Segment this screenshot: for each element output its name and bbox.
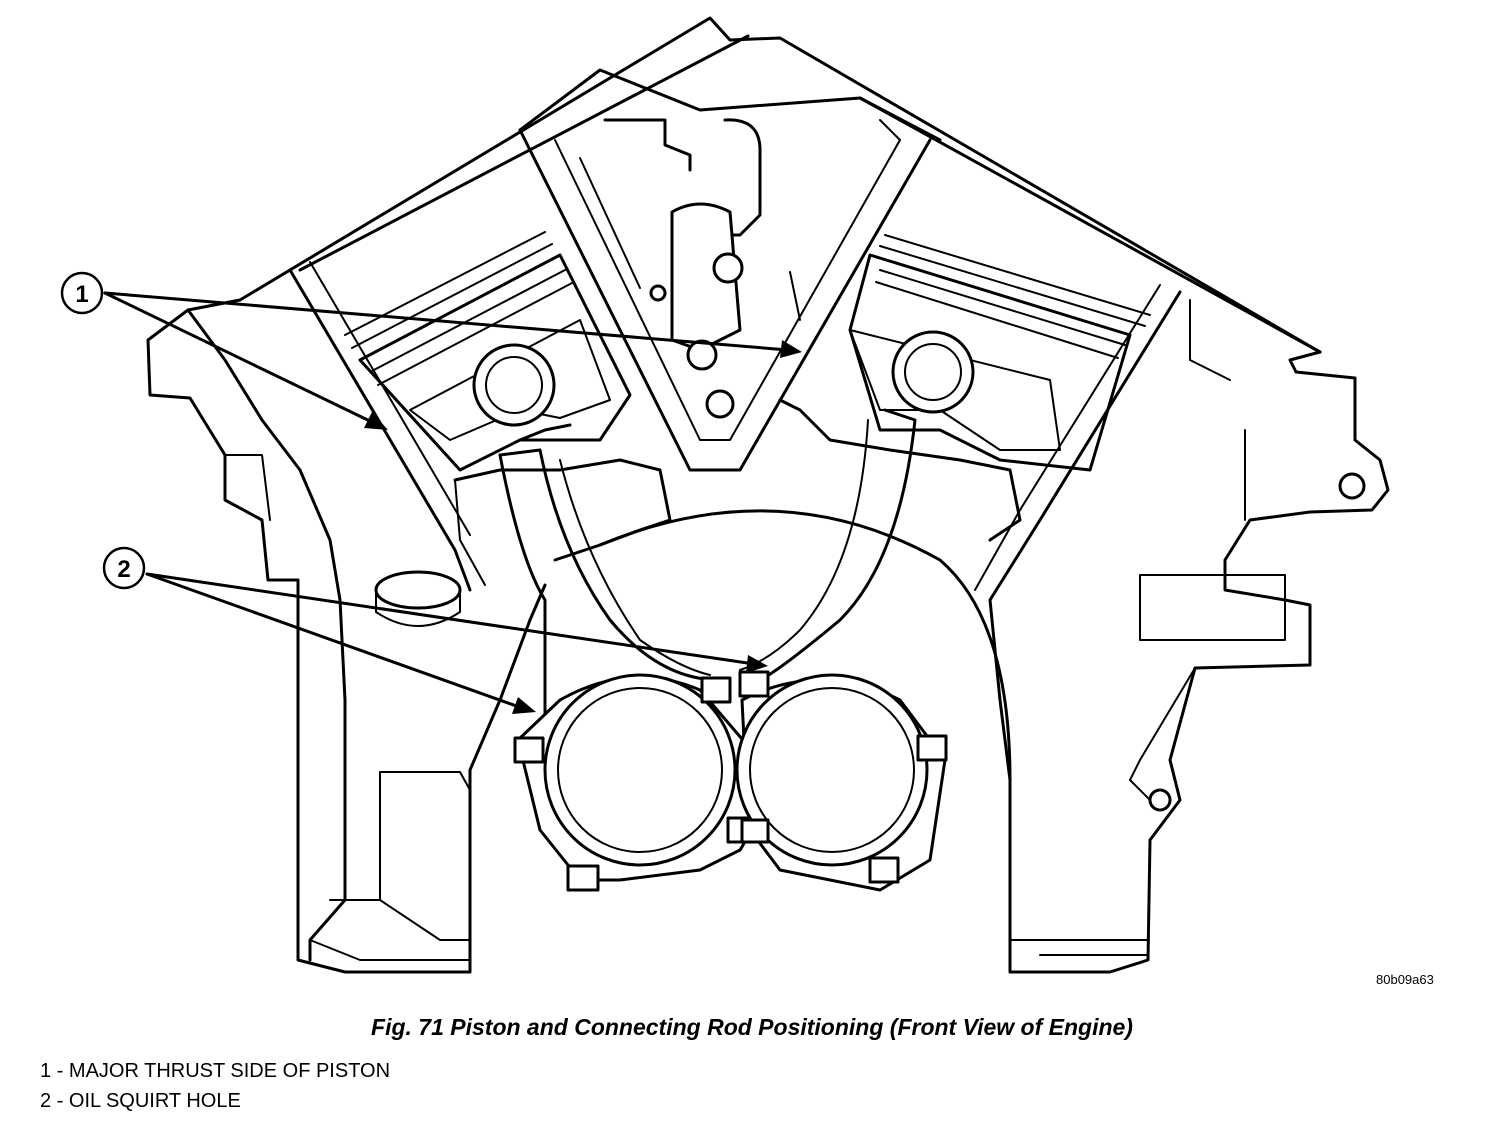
legend-item-1: 1 - MAJOR THRUST SIDE OF PISTON <box>40 1060 391 1082</box>
crank-arc <box>598 509 1012 782</box>
figure-caption: Fig. 71 Piston and Connecting Rod Positi… <box>371 1014 1133 1040</box>
engine-block <box>146 16 1390 974</box>
right-connecting-rod <box>735 408 948 892</box>
engine-diagram: 1 2 <box>60 16 1390 974</box>
figure-id: 80b09a63 <box>1376 972 1434 987</box>
legend: 1 - MAJOR THRUST SIDE OF PISTON 2 - OIL … <box>40 1056 390 1116</box>
legend-number: 1 <box>40 1060 52 1082</box>
left-piston <box>344 231 672 586</box>
left-connecting-rod <box>498 423 762 892</box>
callout-2: 2 <box>102 546 768 714</box>
legend-text: MAJOR THRUST SIDE OF PISTON <box>68 1060 391 1082</box>
legend-item-2: 2 - OIL SQUIRT HOLE <box>40 1090 241 1112</box>
right-piston <box>778 234 1151 542</box>
legend-number: 2 <box>40 1090 52 1112</box>
callout-2-number: 2 <box>117 556 130 583</box>
callout-1: 1 <box>60 271 802 430</box>
callout-1-number: 1 <box>75 281 88 308</box>
legend-text: OIL SQUIRT HOLE <box>68 1090 241 1112</box>
valley <box>518 68 942 472</box>
